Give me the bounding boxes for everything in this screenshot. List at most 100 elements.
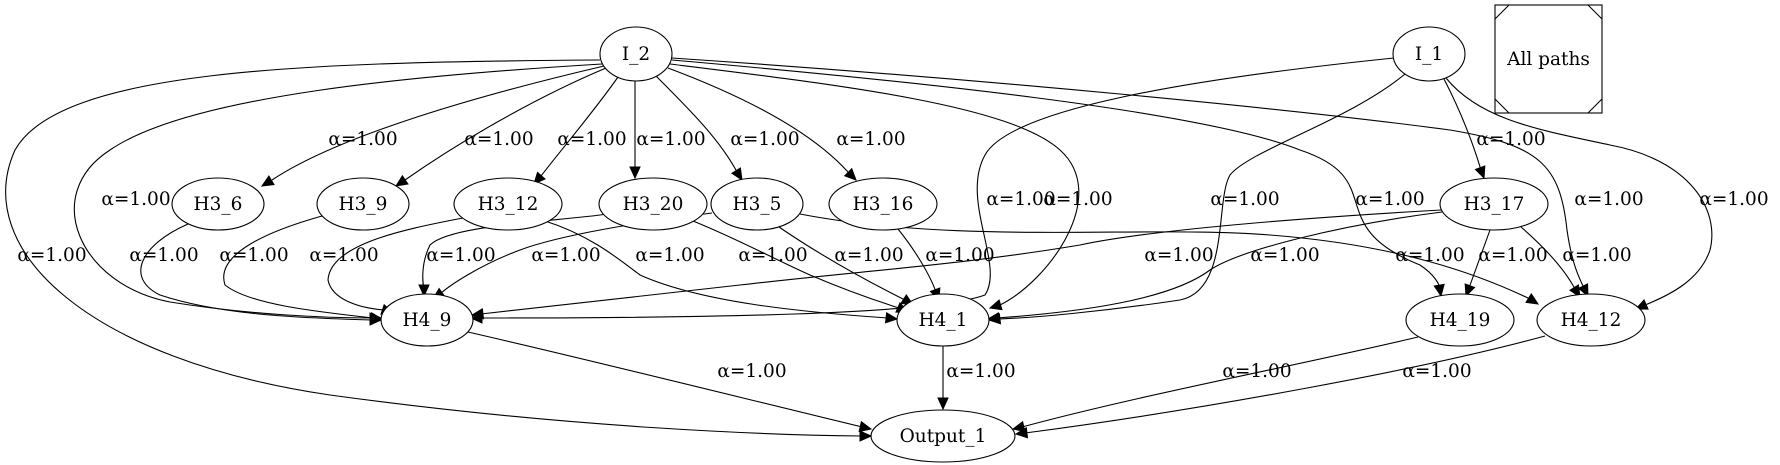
edge-label: α=1.00 (834, 245, 903, 266)
arrowhead-icon (937, 397, 949, 411)
edge-label: α=1.00 (219, 245, 288, 266)
edge-h3-6-to-h4-9 (140, 223, 383, 326)
edge-label: α=1.00 (1355, 189, 1424, 210)
edge-line (997, 73, 1406, 320)
edge-label: α=1.00 (129, 245, 198, 266)
legend-box: All paths (1494, 4, 1603, 114)
edge-line (327, 217, 464, 311)
edge-h3-12-to-h4-1 (544, 220, 899, 324)
edge-line (1443, 78, 1482, 171)
node-h3-16: H3_16 (828, 177, 938, 231)
arrowhead-icon (1464, 283, 1476, 298)
node-label: H3_16 (853, 194, 914, 215)
node-ellipse (870, 409, 1016, 463)
edge-label: α=1.00 (1699, 189, 1768, 210)
node-label: H4_19 (1430, 310, 1491, 331)
edge-label: α=1.00 (1562, 245, 1631, 266)
edge-line (655, 75, 738, 173)
edge-line (778, 226, 906, 301)
edge-label: α=1.00 (328, 129, 397, 150)
edge-h4-19-to-output-1 (1011, 336, 1419, 433)
node-ellipse (896, 293, 990, 347)
node-ellipse (1405, 293, 1515, 347)
arrowhead-icon (470, 307, 485, 320)
edge-line (422, 213, 609, 289)
edge-i-2-to-h4-1 (669, 63, 1080, 311)
arrowhead-icon (394, 174, 409, 187)
edges-layer (5, 57, 1713, 442)
edge-label: α=1.00 (1478, 245, 1547, 266)
edge-i-2-to-h3-12 (533, 76, 619, 185)
node-h4-12: H4_12 (1536, 293, 1646, 347)
edge-line (1520, 226, 1576, 290)
edge-label: α=1.00 (1250, 245, 1319, 266)
node-h3-17: H3_17 (1439, 177, 1549, 231)
edge-h4-12-to-output-1 (1014, 335, 1546, 439)
arrowhead-icon (858, 420, 873, 433)
edge-line (671, 57, 1586, 291)
edge-label: α=1.00 (925, 245, 994, 266)
node-h3-20: H3_20 (598, 177, 708, 231)
edge-i-2-to-h4-12 (671, 57, 1589, 298)
node-label: H4_1 (919, 310, 968, 331)
edge-label: α=1.00 (636, 129, 705, 150)
edge-line (799, 213, 1531, 300)
node-label: H3_12 (478, 194, 539, 215)
node-label: I_2 (622, 44, 650, 65)
node-ellipse (710, 177, 804, 231)
node-ellipse (828, 177, 938, 231)
node-ellipse (380, 293, 474, 347)
edge-label: α=1.00 (17, 245, 86, 266)
edge-i-2-to-h3-20 (629, 81, 641, 180)
edge-line (1021, 336, 1419, 428)
edge-label: α=1.00 (557, 129, 626, 150)
node-label: Output_1 (900, 426, 987, 447)
edge-label: α=1.00 (426, 245, 495, 266)
node-output-1: Output_1 (870, 409, 1016, 463)
arrowhead-icon (1525, 293, 1540, 305)
edge-h4-9-to-output-1 (467, 331, 873, 433)
edge-label: α=1.00 (464, 129, 533, 150)
edge-label: α=1.00 (1210, 189, 1279, 210)
arrowhead-icon (1011, 420, 1026, 433)
arrowhead-icon (260, 175, 275, 187)
arrowhead-icon (1577, 283, 1589, 298)
node-h3-12: H3_12 (453, 177, 563, 231)
node-h3-9: H3_9 (316, 177, 410, 231)
arrowhead-icon (533, 171, 546, 185)
arrowhead-icon (629, 166, 641, 180)
edge-line (996, 211, 1443, 319)
edge-line (467, 331, 863, 428)
edge-line (73, 63, 603, 319)
edge-label: α=1.00 (730, 129, 799, 150)
node-ellipse (1439, 177, 1549, 231)
edge-h3-5-to-h4-1 (778, 226, 915, 306)
node-h4-9: H4_9 (380, 293, 474, 347)
edge-i-1-to-h3-17 (1443, 78, 1486, 180)
arrowhead-icon (859, 430, 873, 442)
arrowhead-icon (731, 167, 743, 182)
edge-line (271, 65, 605, 181)
edge-label: α=1.00 (1402, 361, 1471, 382)
legend-label: All paths (1506, 49, 1590, 70)
node-label: H3_9 (339, 194, 388, 215)
node-label: H3_17 (1464, 194, 1525, 215)
edge-line (671, 59, 1441, 291)
node-h3-6: H3_6 (171, 177, 265, 231)
edge-line (140, 223, 373, 321)
arrowhead-icon (843, 167, 857, 181)
edge-label: α=1.00 (531, 245, 600, 266)
node-ellipse (1392, 26, 1466, 82)
edge-label: α=1.00 (717, 361, 786, 382)
edge-line (897, 228, 937, 293)
edge-label: α=1.00 (101, 189, 170, 210)
node-ellipse (453, 177, 563, 231)
edge-line (692, 220, 900, 309)
edge-i-2-to-h4-19 (671, 59, 1445, 298)
node-ellipse (171, 177, 265, 231)
arrowhead-icon (986, 311, 1001, 324)
edge-line (669, 63, 1080, 306)
arrowhead-icon (1433, 283, 1445, 298)
